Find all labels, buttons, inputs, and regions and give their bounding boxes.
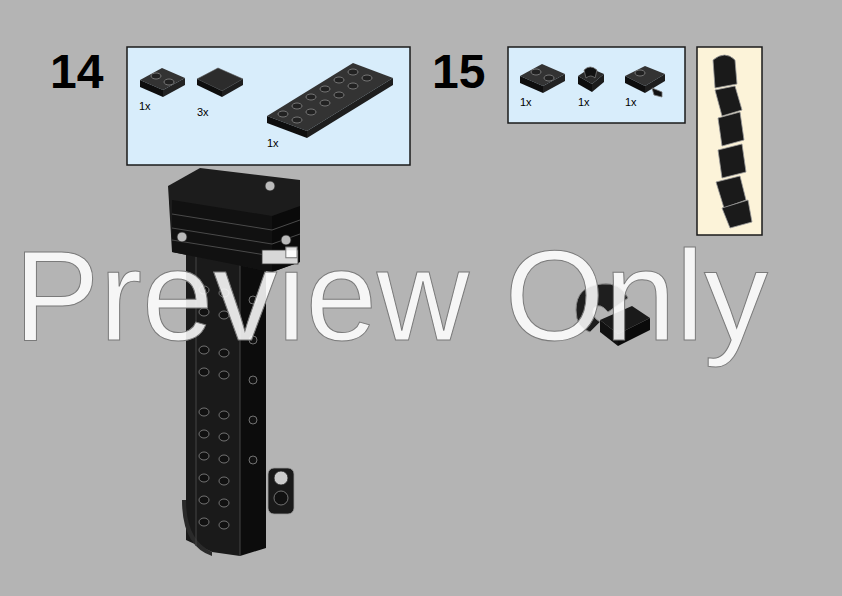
parts-callout: 14 1x 3x 1x (40, 40, 412, 167)
parts-callout: 15 1x 1x 1x (425, 40, 687, 125)
step-number: 15 (432, 48, 485, 96)
tile-2x2 (197, 68, 243, 97)
step-number: 14 (50, 48, 103, 96)
clip-plate (578, 67, 604, 92)
plate-2x6 (267, 63, 393, 138)
watermark: Preview Only (14, 232, 768, 360)
part-quantity: 3x (197, 107, 209, 118)
part-quantity: 1x (625, 97, 637, 108)
subassembly-panel (697, 47, 762, 235)
plate-with-clip (625, 66, 665, 97)
parts-panel (127, 47, 410, 165)
plate-1x2 (520, 64, 565, 93)
part-quantity: 1x (578, 97, 590, 108)
subassembly-chain (713, 55, 752, 228)
tower-assembly (168, 168, 300, 556)
part-quantity: 1x (139, 101, 151, 112)
part-quantity: 1x (520, 97, 532, 108)
plate-1x2 (140, 68, 185, 97)
part-quantity: 1x (267, 138, 279, 149)
parts-panel (508, 47, 685, 123)
